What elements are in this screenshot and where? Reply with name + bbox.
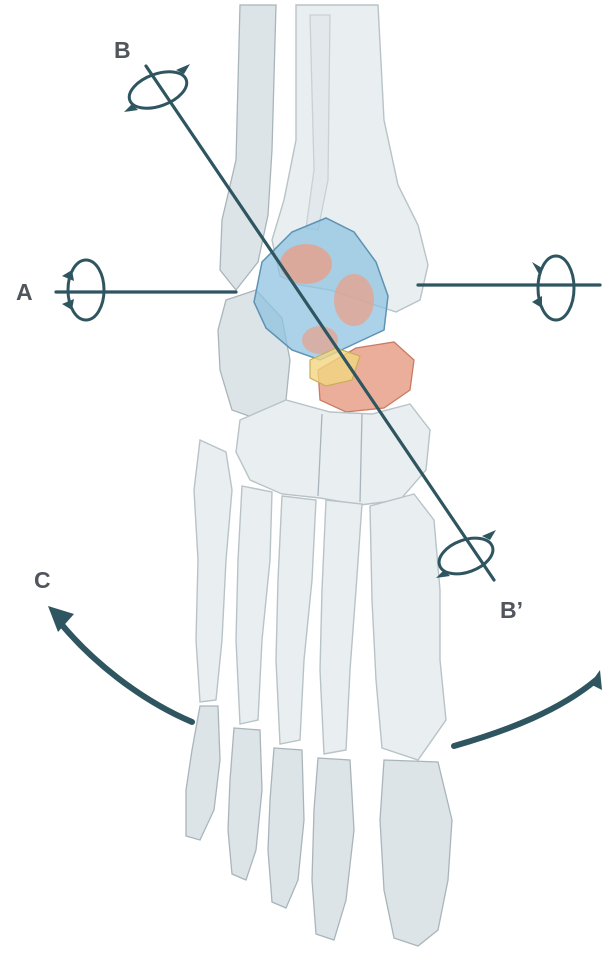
metatarsal-4 [236, 486, 272, 724]
talus-facet [334, 274, 374, 326]
metatarsal-2 [320, 500, 362, 754]
phalanges-5 [186, 706, 220, 840]
axis-c: C [34, 567, 602, 746]
metatarsal-1 [370, 494, 446, 760]
rotation-arrow-icon [62, 260, 104, 320]
phalanges-2 [312, 758, 354, 940]
phalanges-1 [380, 760, 452, 946]
cuneiform-bones [236, 400, 430, 505]
rotation-arrow-icon [124, 64, 192, 115]
axis-b-prime-label: B’ [500, 597, 523, 623]
rotation-arrow-icon [532, 256, 574, 320]
phalanges-3 [268, 748, 304, 908]
phalanges-4 [228, 728, 262, 880]
arrow-head-icon [48, 606, 74, 632]
metatarsals-and-phalanges [186, 440, 452, 946]
axis-b-label: B [114, 37, 131, 63]
metatarsal-5 [194, 440, 232, 702]
axis-c-label: C [34, 567, 51, 593]
axis-a-label: A [16, 279, 33, 305]
metatarsal-3 [276, 496, 316, 744]
